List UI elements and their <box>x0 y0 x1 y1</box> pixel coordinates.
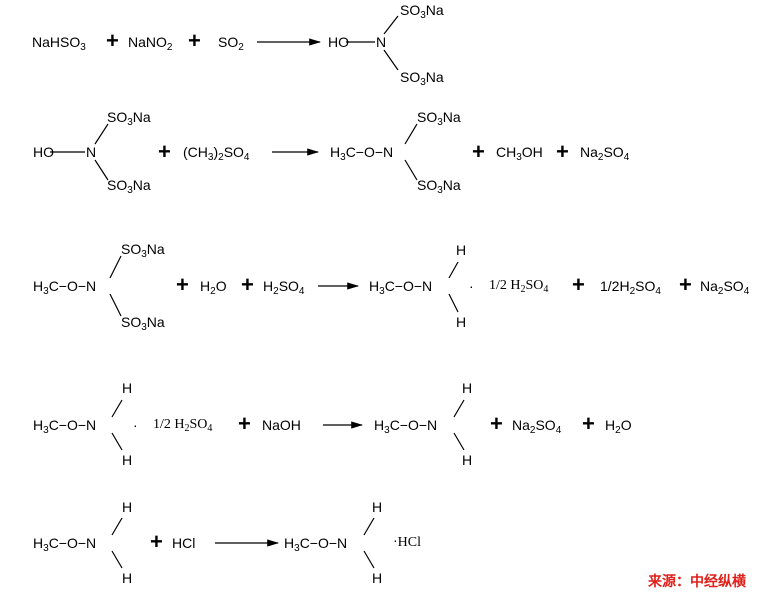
byproduct-na2so4: Na2SO4 <box>700 278 750 297</box>
bond <box>111 432 123 451</box>
reactant-n: N <box>86 144 97 160</box>
product-methoxyamine: H3C−O−N <box>369 278 433 297</box>
plus-sign: + <box>572 272 585 297</box>
reagent-sulfuric-acid: H2SO4 <box>263 278 305 297</box>
bond <box>111 517 123 536</box>
plus-sign: + <box>106 28 119 53</box>
reactant-so3na-top: SO3Na <box>121 241 165 260</box>
product-methoxy-n: H3C−O−N <box>330 144 394 163</box>
reagent-naoh: NaOH <box>262 417 301 433</box>
byproduct-half-sulfuric-acid: 1/2H2SO4 <box>600 278 661 297</box>
reactant-nahso3: NaHSO3 <box>32 34 86 53</box>
reactant-ho: HO <box>33 144 54 160</box>
h-atom-top: H <box>462 380 473 396</box>
bond <box>94 123 109 145</box>
reactant-nano2: NaNO2 <box>128 34 173 53</box>
reactant-so3na-bottom: SO3Na <box>121 314 165 333</box>
reactant-methoxyamine: H3C−O−N <box>33 417 97 436</box>
byproduct-na2so4: Na2SO4 <box>580 144 630 163</box>
salt-half-sulfate: 1/2 H2SO4 <box>153 417 213 434</box>
product-methoxyamine: H3C−O−N <box>374 417 438 436</box>
reagent-hcl: HCl <box>172 535 196 551</box>
salt-hcl: ·HCl <box>393 535 421 550</box>
h-atom-top: H <box>372 499 383 515</box>
plus-sign: + <box>679 272 692 297</box>
plus-sign: + <box>158 139 171 164</box>
reagent-dimethyl-sulfate: (CH3)2SO4 <box>183 144 250 163</box>
product-so3na-bottom: SO3Na <box>417 177 461 196</box>
product-n: N <box>376 34 387 50</box>
byproduct-water: H2O <box>605 417 632 436</box>
reagent-water: H2O <box>200 278 227 297</box>
reactant-so3na-bottom: SO3Na <box>107 177 151 196</box>
source-label: 来源：中经纵横 <box>648 573 746 589</box>
plus-sign: + <box>582 411 595 436</box>
byproduct-methanol: CH3OH <box>496 144 543 163</box>
bond <box>363 517 375 536</box>
bond <box>109 293 122 317</box>
bond <box>363 550 375 569</box>
bond <box>383 15 399 35</box>
h-atom-bottom: H <box>122 452 133 468</box>
product-ho: HO <box>328 34 349 50</box>
h-atom-top: H <box>456 242 467 258</box>
plus-sign: + <box>188 28 201 53</box>
product-so3na-top: SO3Na <box>400 2 444 21</box>
plus-sign: + <box>472 139 485 164</box>
product-so3na-top: SO3Na <box>417 109 461 128</box>
plus-sign: + <box>241 272 254 297</box>
reactant-so3na-top: SO3Na <box>107 109 151 128</box>
h-atom-bottom: H <box>122 570 133 586</box>
h-atom-top: H <box>122 499 133 515</box>
reactant-methoxyamine: H3C−O−N <box>33 535 97 554</box>
h-atom-top: H <box>122 380 133 396</box>
byproduct-na2so4: Na2SO4 <box>512 417 562 436</box>
plus-sign: + <box>556 139 569 164</box>
reactant-methoxy-n: H3C−O−N <box>33 278 97 297</box>
bond <box>109 255 122 279</box>
bond <box>111 550 123 569</box>
plus-sign: + <box>176 272 189 297</box>
bond <box>404 123 418 145</box>
salt-dot: · <box>133 417 138 433</box>
bond <box>453 432 465 451</box>
bond <box>448 293 459 313</box>
bond <box>404 159 418 181</box>
salt-dot: · <box>469 278 474 294</box>
product-so3na-bottom: SO3Na <box>400 69 444 88</box>
bond <box>448 261 459 279</box>
salt-half-sulfate: 1/2 H2SO4 <box>489 278 549 295</box>
plus-sign: + <box>490 411 503 436</box>
bond <box>94 159 109 181</box>
h-atom-bottom: H <box>462 452 473 468</box>
reactant-so2: SO2 <box>218 34 244 53</box>
plus-sign: + <box>150 529 163 554</box>
plus-sign: + <box>238 411 251 436</box>
h-atom-bottom: H <box>456 314 467 330</box>
bond <box>111 399 123 418</box>
bond <box>383 49 399 71</box>
h-atom-bottom: H <box>372 570 383 586</box>
bond <box>453 399 465 418</box>
product-methoxyamine: H3C−O−N <box>284 535 348 554</box>
